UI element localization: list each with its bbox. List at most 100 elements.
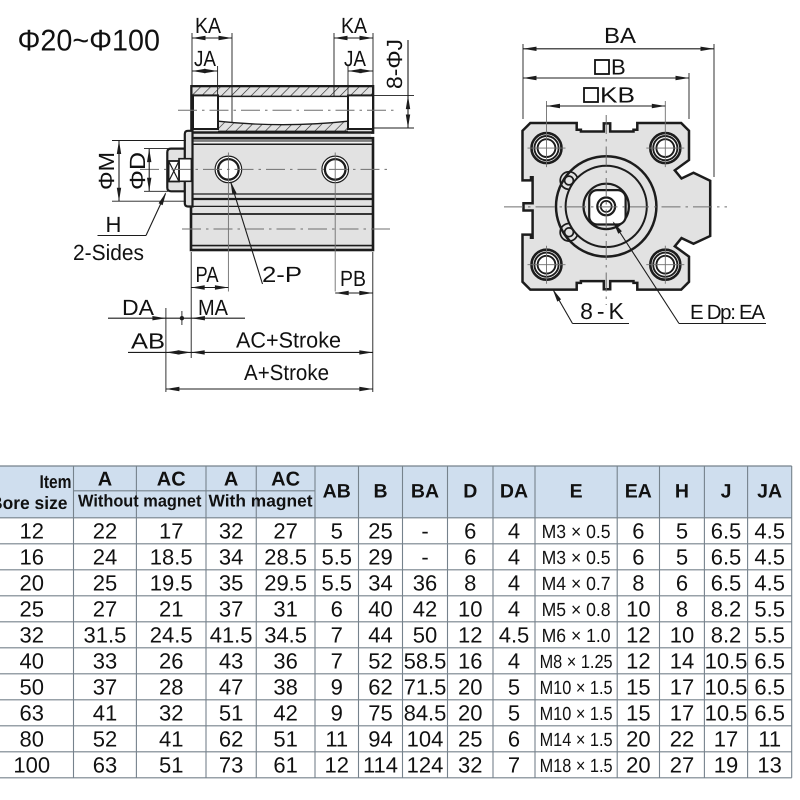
svg-text:38: 38 <box>273 675 297 700</box>
svg-text:A: A <box>98 469 112 491</box>
svg-text:H: H <box>675 481 689 503</box>
svg-text:4: 4 <box>508 649 520 674</box>
svg-text:18.5: 18.5 <box>150 545 193 570</box>
svg-text:40: 40 <box>368 597 392 622</box>
svg-text:PB: PB <box>340 266 366 291</box>
svg-text:20: 20 <box>626 727 650 752</box>
svg-text:33: 33 <box>93 649 117 674</box>
svg-text:PA: PA <box>196 262 219 287</box>
svg-text:25: 25 <box>93 571 117 596</box>
svg-text:29.5: 29.5 <box>264 571 307 596</box>
svg-text:ΦD: ΦD <box>125 152 150 190</box>
svg-text:Without magnet: Without magnet <box>78 491 202 510</box>
svg-text:52: 52 <box>93 727 117 752</box>
svg-text:With magnet: With magnet <box>209 491 313 510</box>
svg-text:5.5: 5.5 <box>321 545 352 570</box>
svg-text:71.5: 71.5 <box>404 675 447 700</box>
svg-text:20: 20 <box>458 675 482 700</box>
svg-text:7: 7 <box>331 649 343 674</box>
svg-text:61: 61 <box>273 753 297 778</box>
svg-text:22: 22 <box>93 519 117 544</box>
svg-text:J: J <box>721 481 732 503</box>
svg-text:32: 32 <box>159 701 183 726</box>
svg-text:2-P: 2-P <box>262 262 302 287</box>
svg-text:34: 34 <box>219 545 243 570</box>
svg-text:AC: AC <box>157 469 186 491</box>
svg-text:6.5: 6.5 <box>711 545 742 570</box>
svg-text:KB: KB <box>600 83 635 108</box>
svg-text:62: 62 <box>368 675 392 700</box>
svg-text:24.5: 24.5 <box>150 623 193 648</box>
svg-text:6.5: 6.5 <box>754 701 785 726</box>
svg-text:JA: JA <box>344 46 366 71</box>
svg-text:51: 51 <box>219 701 243 726</box>
svg-text:ΦM: ΦM <box>94 152 119 190</box>
svg-text:26: 26 <box>159 649 183 674</box>
svg-text:10: 10 <box>670 623 694 648</box>
svg-text:12: 12 <box>626 649 650 674</box>
svg-text:AC: AC <box>271 469 300 491</box>
svg-text:42: 42 <box>413 597 437 622</box>
svg-text:11: 11 <box>325 727 348 752</box>
svg-text:5.5: 5.5 <box>321 571 352 596</box>
svg-text:M14 × 1.5: M14 × 1.5 <box>540 730 613 751</box>
svg-text:10.5: 10.5 <box>705 675 748 700</box>
svg-text:41: 41 <box>159 727 183 752</box>
svg-text:D: D <box>463 481 477 503</box>
svg-text:31.5: 31.5 <box>84 623 127 648</box>
svg-text:51: 51 <box>159 753 183 778</box>
svg-text:25: 25 <box>368 519 392 544</box>
svg-text:B: B <box>611 55 626 80</box>
svg-text:6: 6 <box>331 597 343 622</box>
svg-text:16: 16 <box>458 649 482 674</box>
svg-text:17: 17 <box>670 701 694 726</box>
svg-text:M3 × 0.5: M3 × 0.5 <box>542 522 611 543</box>
svg-text:20: 20 <box>626 753 650 778</box>
svg-text:4: 4 <box>508 571 520 596</box>
svg-text:32: 32 <box>458 753 482 778</box>
svg-text:4: 4 <box>508 545 520 570</box>
svg-text:M8 × 1.25: M8 × 1.25 <box>540 652 613 673</box>
svg-text:12: 12 <box>458 623 482 648</box>
svg-text:KA: KA <box>195 13 221 38</box>
svg-text:25: 25 <box>20 597 44 622</box>
svg-text:6.5: 6.5 <box>711 519 742 544</box>
svg-text:41.5: 41.5 <box>210 623 253 648</box>
svg-text:32: 32 <box>20 623 44 648</box>
svg-text:10.5: 10.5 <box>705 701 748 726</box>
svg-text:M5 × 0.8: M5 × 0.8 <box>542 600 611 621</box>
svg-text:37: 37 <box>219 597 243 622</box>
svg-text:29: 29 <box>368 545 392 570</box>
svg-text:4.5: 4.5 <box>754 519 785 544</box>
svg-text:AB: AB <box>323 481 351 503</box>
svg-text:22: 22 <box>670 727 694 752</box>
svg-text:4: 4 <box>508 597 520 622</box>
svg-text:H: H <box>106 212 122 237</box>
svg-text:40: 40 <box>20 649 44 674</box>
svg-text:Φ20~Φ100: Φ20~Φ100 <box>18 25 161 58</box>
svg-text:27: 27 <box>670 753 694 778</box>
svg-text:16: 16 <box>20 545 44 570</box>
svg-text:A: A <box>224 469 238 491</box>
svg-text:20: 20 <box>20 571 44 596</box>
svg-text:80: 80 <box>20 727 44 752</box>
svg-text:19.5: 19.5 <box>150 571 193 596</box>
svg-text:E Dp: EA: E Dp: EA <box>690 301 765 324</box>
svg-text:63: 63 <box>20 701 44 726</box>
svg-text:44: 44 <box>368 623 392 648</box>
svg-text:12: 12 <box>20 519 44 544</box>
svg-text:M6 × 1.0: M6 × 1.0 <box>542 626 611 647</box>
svg-text:9: 9 <box>331 701 343 726</box>
svg-text:M18 × 1.5: M18 × 1.5 <box>540 756 613 777</box>
svg-text:124: 124 <box>407 753 444 778</box>
svg-text:8: 8 <box>464 571 476 596</box>
svg-text:DA: DA <box>122 295 154 320</box>
svg-text:M10 × 1.5: M10 × 1.5 <box>540 678 613 699</box>
svg-text:37: 37 <box>93 675 117 700</box>
svg-text:BA: BA <box>411 481 439 503</box>
svg-text:25: 25 <box>458 727 482 752</box>
svg-text:28.5: 28.5 <box>264 545 307 570</box>
svg-text:8: 8 <box>676 597 688 622</box>
svg-text:E: E <box>570 481 583 503</box>
svg-text:15: 15 <box>626 701 650 726</box>
